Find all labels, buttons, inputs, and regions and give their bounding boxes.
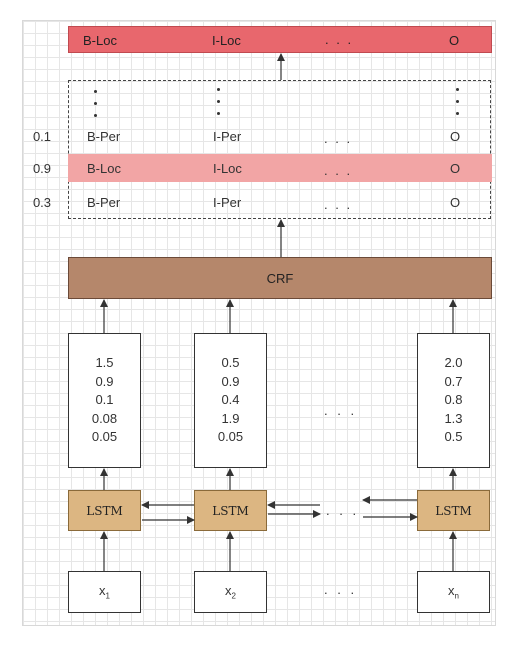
lstm-cell-n: LSTM	[417, 490, 490, 531]
input-symbol: x2	[225, 583, 236, 601]
candidate-row: B-Per I-Per . . . O	[68, 129, 492, 149]
score-value: 0.8	[444, 392, 463, 408]
candidate-ellipsis: . . .	[324, 163, 353, 178]
candidate-b-label: B-Per	[87, 195, 121, 210]
score-value: 0.5	[221, 355, 240, 371]
vertical-dot	[94, 102, 97, 105]
crf-layer: CRF	[68, 257, 492, 299]
input-token-n: xn	[417, 571, 490, 613]
score-value: 2.0	[444, 355, 463, 371]
lstm-ellipsis: . . .	[326, 503, 360, 518]
candidate-score: 0.9	[32, 161, 52, 176]
vertical-dot	[456, 112, 459, 115]
lstm-cell-1: LSTM	[68, 490, 141, 531]
crf-label: CRF	[266, 270, 294, 286]
score-value: 1.5	[95, 355, 114, 371]
score-value: 1.9	[221, 410, 240, 426]
score-value: 0.05	[217, 429, 244, 445]
candidate-b-label: B-Loc	[87, 161, 121, 176]
vertical-dot	[456, 88, 459, 91]
score-value: 0.5	[444, 429, 463, 445]
top-o-label: O	[449, 33, 460, 48]
vertical-dot	[217, 88, 220, 91]
score-value: 1.3	[444, 410, 463, 426]
input-symbol: x1	[99, 583, 110, 601]
score-vector-1: 1.5 0.9 0.1 0.08 0.05	[68, 333, 141, 468]
vertical-dot	[456, 100, 459, 103]
lstm-cell-2: LSTM	[194, 490, 267, 531]
vertical-dot	[217, 112, 220, 115]
candidate-ellipsis: . . .	[324, 131, 353, 146]
lstm-label: LSTM	[435, 503, 472, 518]
score-value: 0.4	[221, 392, 240, 408]
score-value: 0.9	[221, 373, 240, 389]
candidate-row: B-Loc I-Loc . . . O	[68, 161, 492, 181]
score-value: 0.1	[95, 392, 114, 408]
score-vector-2: 0.5 0.9 0.4 1.9 0.05	[194, 333, 267, 468]
candidate-ellipsis: . . .	[324, 197, 353, 212]
candidate-b-label: B-Per	[87, 129, 121, 144]
score-vector-n: 2.0 0.7 0.8 1.3 0.5	[417, 333, 490, 468]
vectors-ellipsis: . . .	[324, 403, 358, 418]
score-value: 0.9	[95, 373, 114, 389]
input-token-1: x1	[68, 571, 141, 613]
candidate-o-label: O	[450, 161, 461, 176]
top-result-row: B-Loc I-Loc . . . O	[68, 26, 492, 53]
vertical-dot	[94, 114, 97, 117]
top-i-label: I-Loc	[212, 33, 241, 48]
candidate-score: 0.3	[32, 195, 52, 210]
candidate-o-label: O	[450, 129, 461, 144]
score-value: 0.05	[91, 429, 118, 445]
lstm-label: LSTM	[86, 503, 123, 518]
candidate-i-label: I-Loc	[213, 161, 242, 176]
vertical-dot	[217, 100, 220, 103]
candidate-o-label: O	[450, 195, 461, 210]
candidate-i-label: I-Per	[213, 129, 242, 144]
candidate-paths-box	[68, 80, 491, 219]
candidate-i-label: I-Per	[213, 195, 242, 210]
inputs-ellipsis: . . .	[324, 582, 358, 597]
candidate-row: B-Per I-Per . . . O	[68, 195, 492, 215]
top-b-label: B-Loc	[83, 33, 117, 48]
input-symbol: xn	[448, 583, 459, 601]
score-value: 0.7	[444, 373, 463, 389]
input-token-2: x2	[194, 571, 267, 613]
score-value: 0.08	[91, 410, 118, 426]
candidate-highlight	[68, 154, 492, 182]
top-ellipsis: . . .	[325, 32, 354, 47]
candidate-score: 0.1	[32, 129, 52, 144]
lstm-label: LSTM	[212, 503, 249, 518]
vertical-dot	[94, 90, 97, 93]
